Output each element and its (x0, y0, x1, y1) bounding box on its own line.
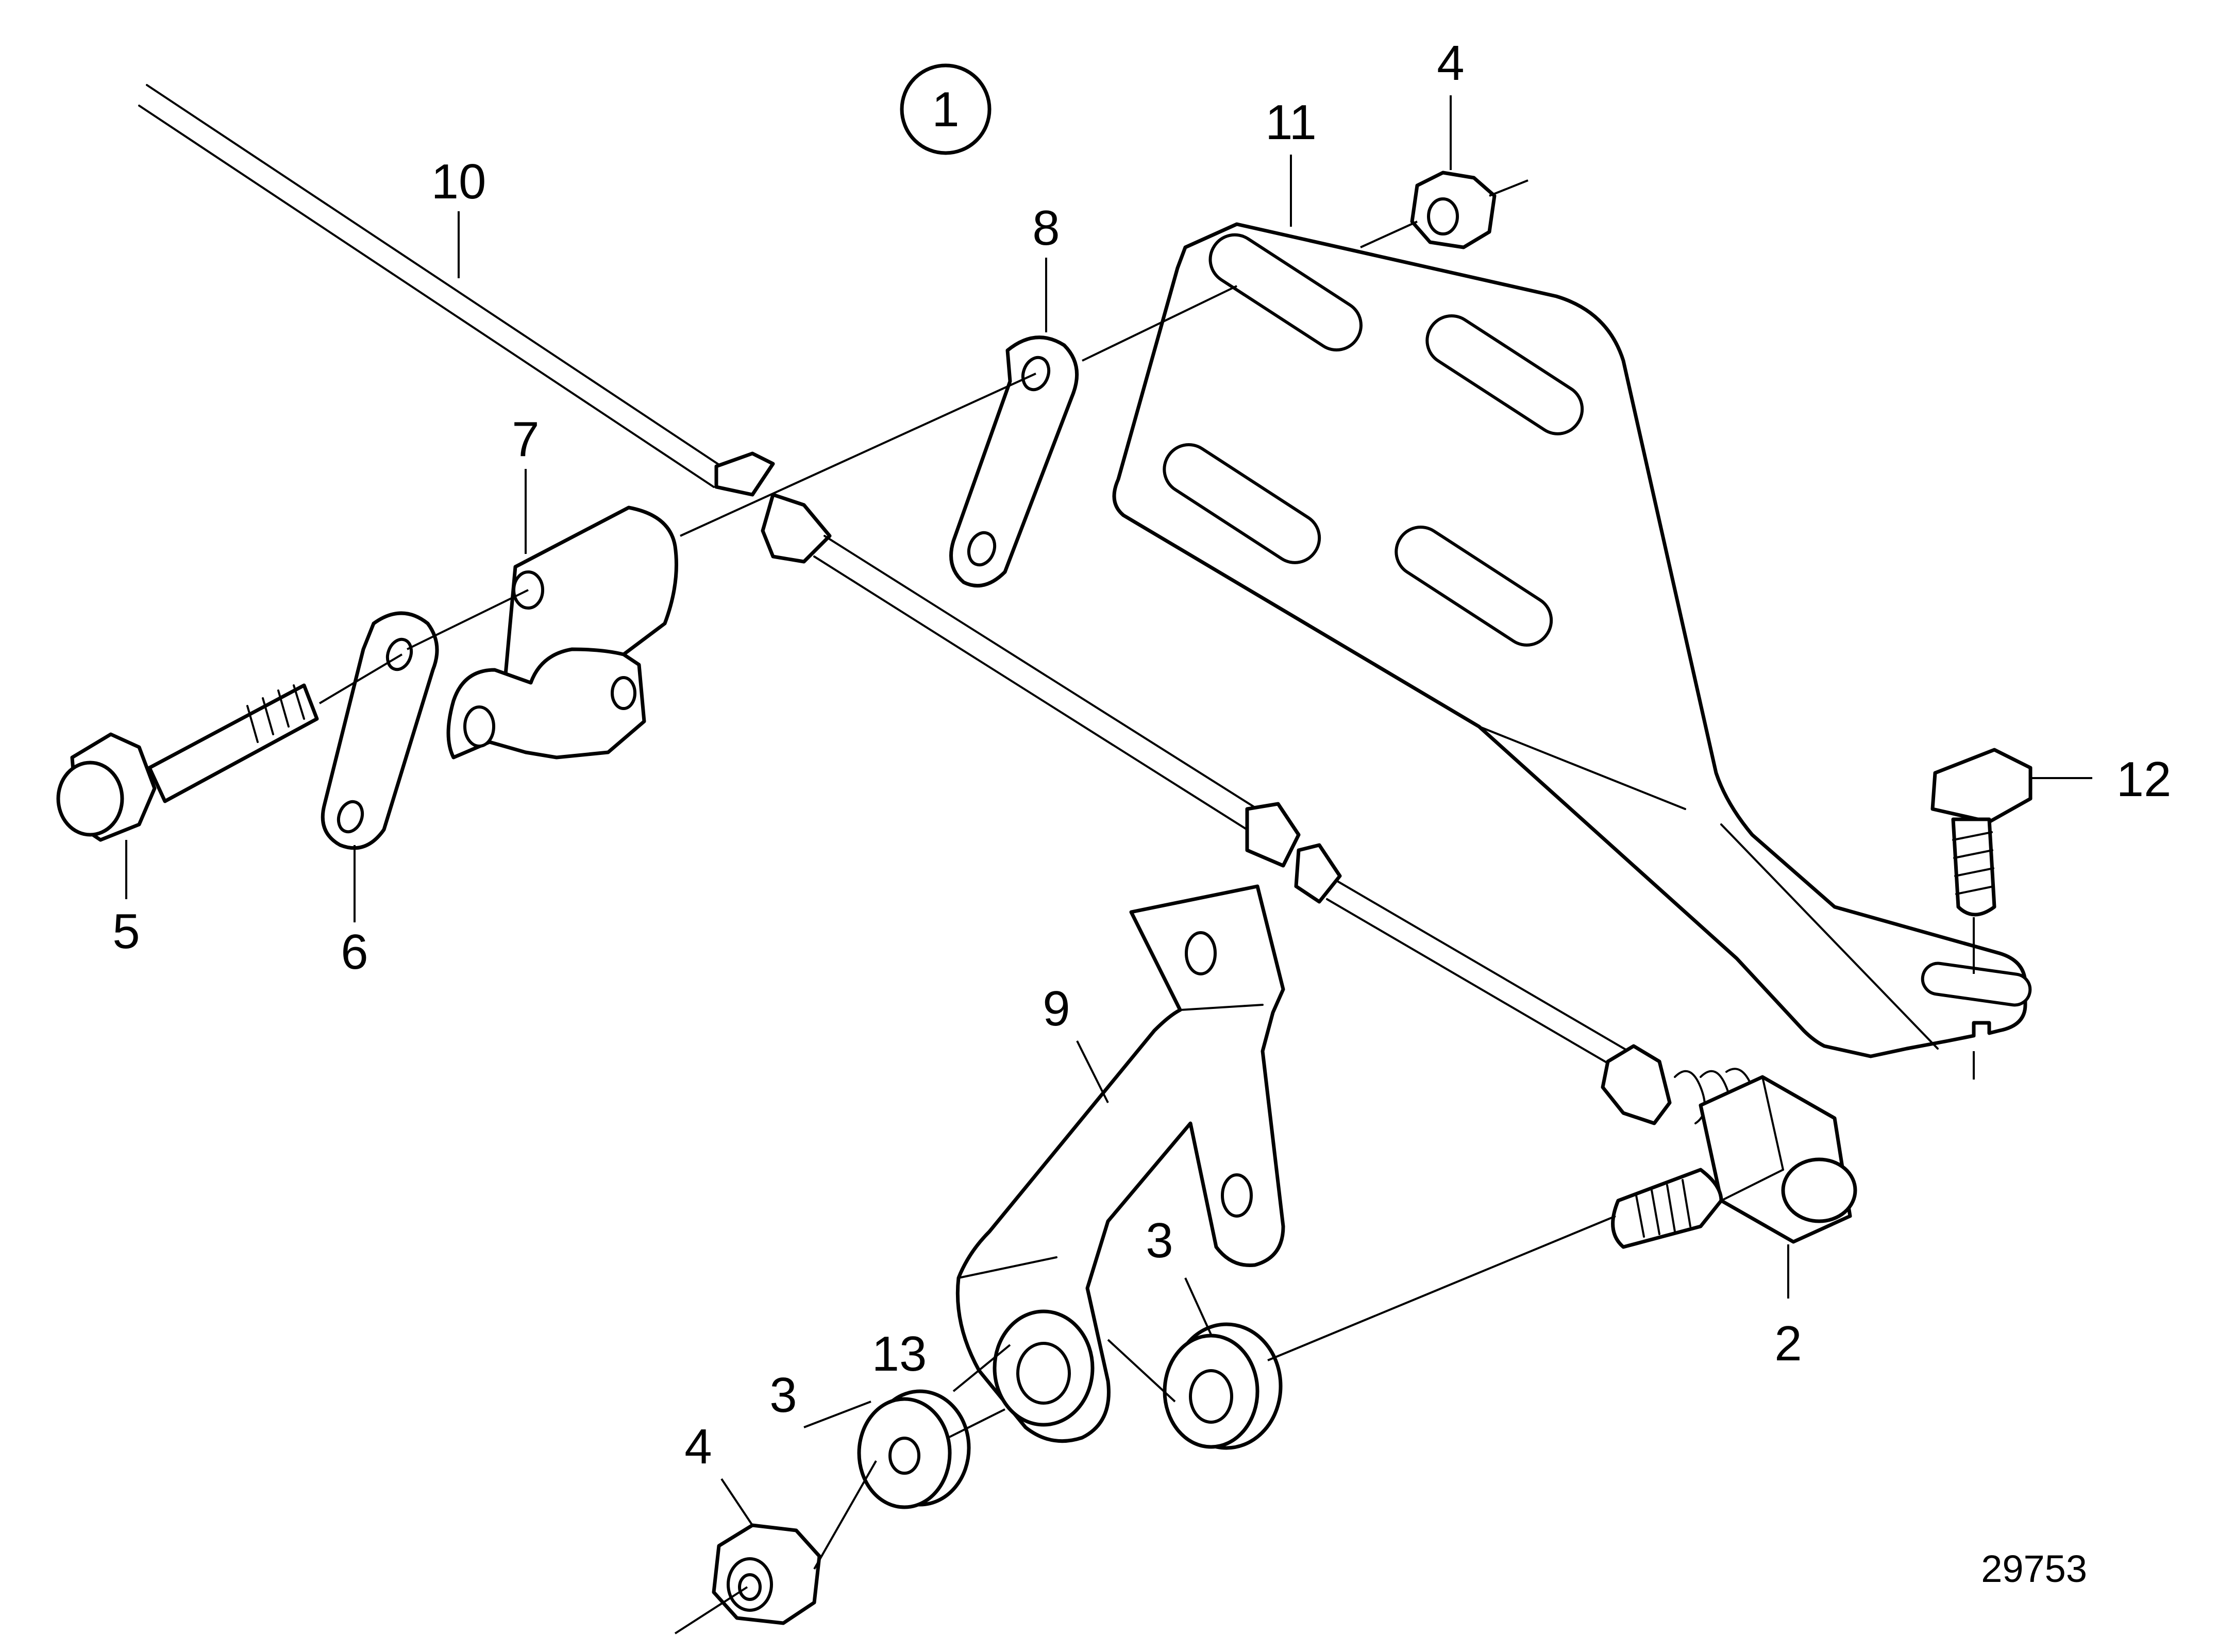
assembly-lines (318, 179, 1975, 1634)
callout-3-left: 3 (769, 1368, 797, 1423)
part-3-washer-right (1163, 1322, 1283, 1450)
part-7-clamp (446, 505, 678, 760)
callout-5: 5 (112, 904, 140, 959)
callout-4-bottom: 4 (684, 1419, 712, 1474)
callout-9: 9 (1043, 981, 1070, 1036)
part-8-link-plate (949, 335, 1079, 588)
part-2-ball-joint (1611, 1075, 1857, 1249)
part-5-bolt (56, 683, 319, 842)
part-11-mounting-bracket (1112, 222, 2032, 1058)
callout-12: 12 (2117, 752, 2172, 807)
part-12-bolt (1930, 748, 2033, 917)
callout-7: 7 (512, 412, 539, 467)
callout-10: 10 (431, 154, 486, 209)
callout-6: 6 (341, 924, 368, 980)
part-6-link-plate (321, 611, 439, 850)
view-marker-number: 1 (932, 82, 959, 137)
callout-2: 2 (1774, 1316, 1802, 1371)
view-marker: 1 (900, 63, 992, 155)
reference-number: 29753 (1981, 1547, 2087, 1590)
callout-4-top: 4 (1437, 36, 1464, 91)
part-13-bushing (993, 1309, 1095, 1427)
part-3-washer-left (857, 1389, 971, 1509)
callout-13: 13 (872, 1326, 927, 1381)
callout-3-right: 3 (1146, 1213, 1173, 1268)
callout-leaders (125, 95, 2092, 1526)
callout-labels: 2 3 3 4 4 5 6 7 8 9 10 11 12 13 (112, 36, 2171, 1474)
callout-8: 8 (1032, 200, 1060, 256)
part-4-nut-bottom (712, 1523, 821, 1625)
part-4-nut-top (1410, 171, 1497, 249)
callout-11: 11 (1265, 95, 1317, 150)
part-10-control-cable (138, 84, 1755, 1125)
part-9-lever-arm (955, 884, 1285, 1443)
